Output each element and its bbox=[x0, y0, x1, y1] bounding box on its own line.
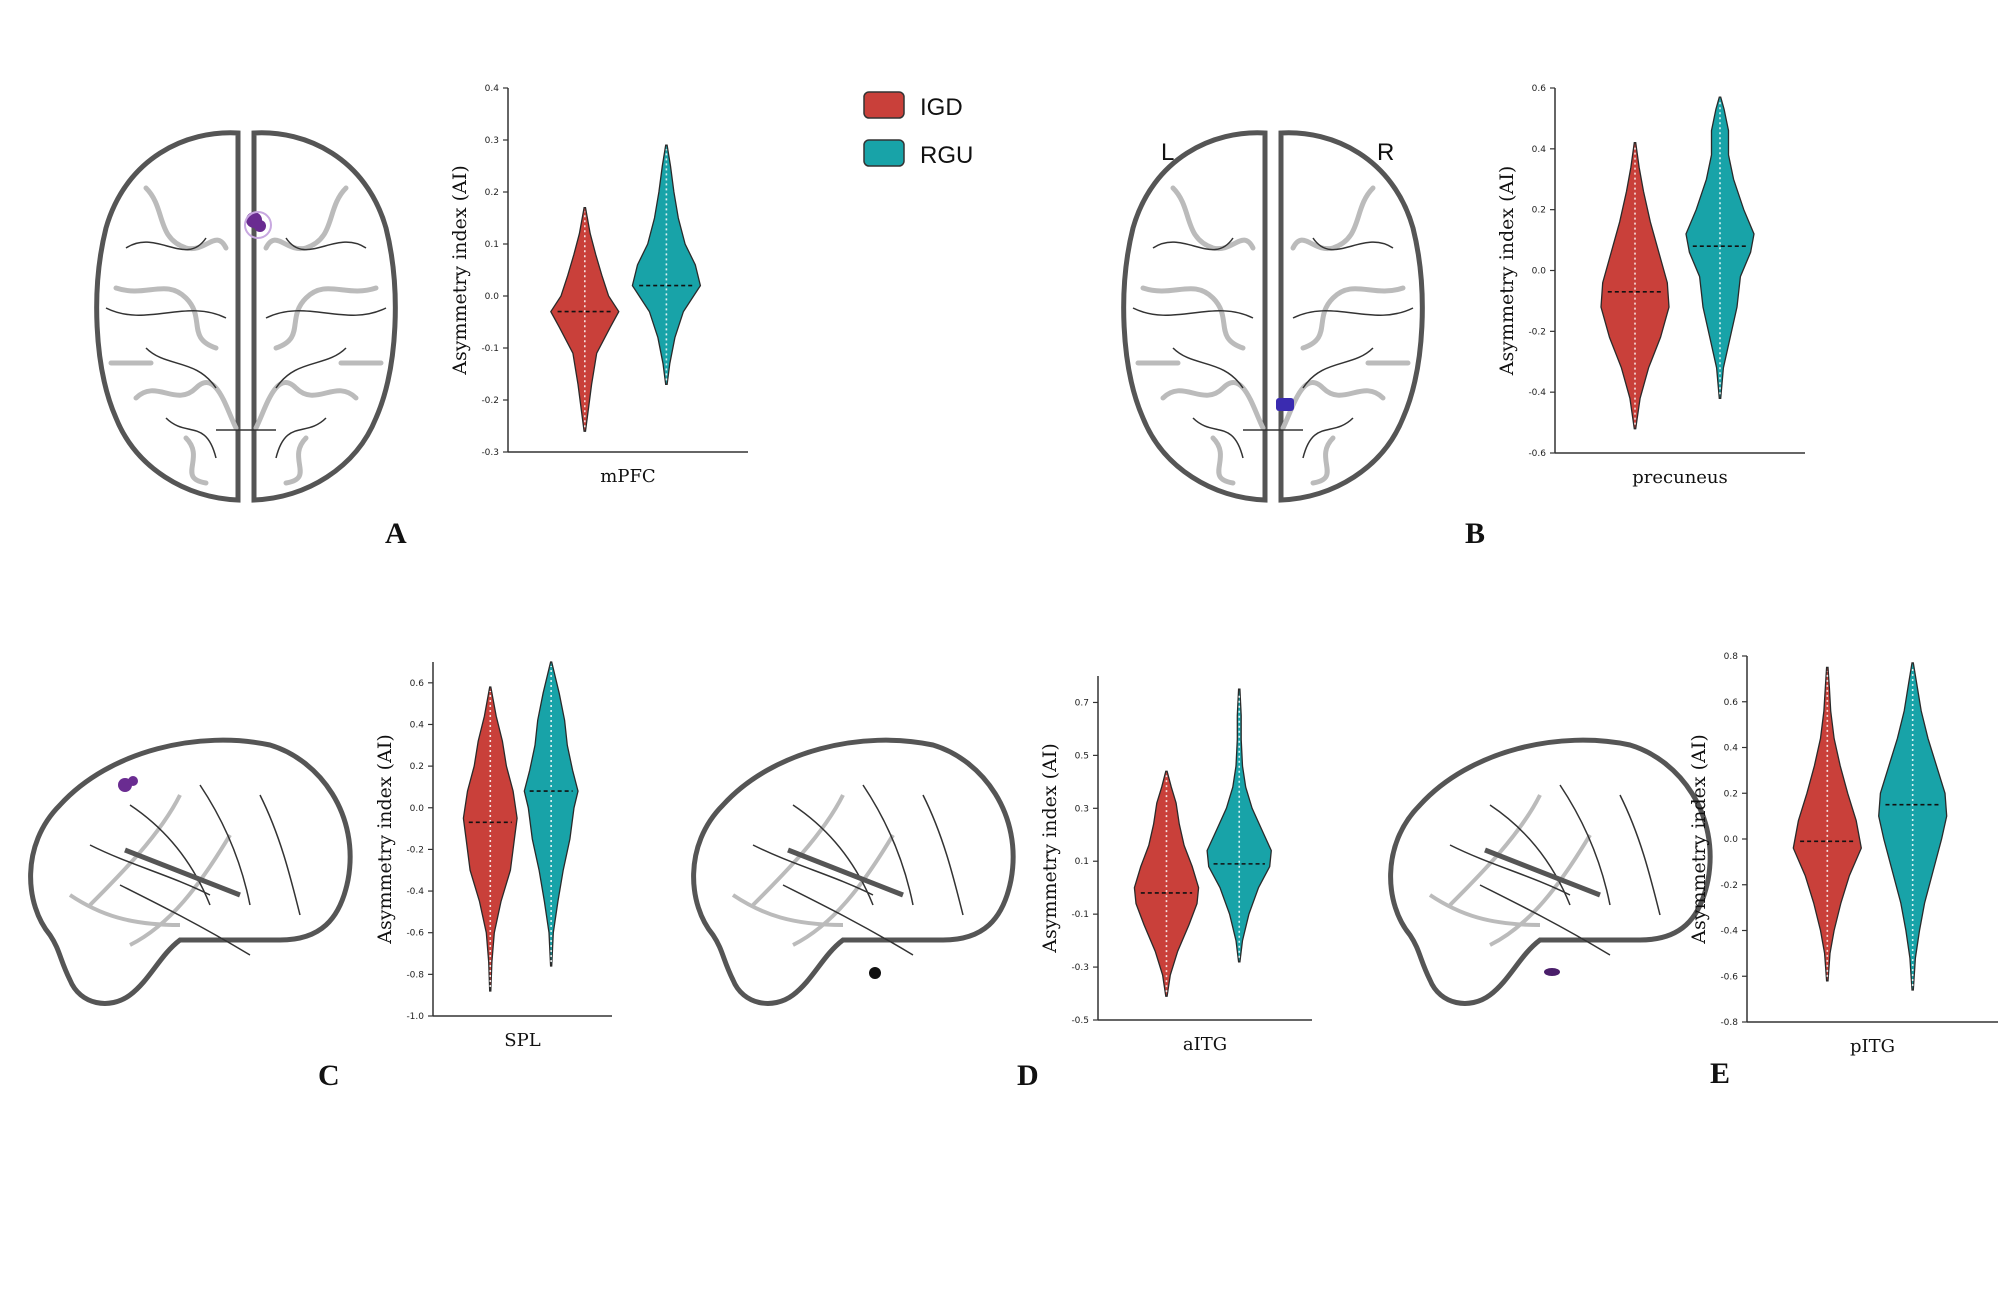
y-tick-label: -0.1 bbox=[1071, 910, 1089, 920]
y-axis-label: Asymmetry index (AI) bbox=[374, 734, 396, 945]
y-tick-label: 0.5 bbox=[1075, 751, 1089, 761]
y-tick-label: -0.2 bbox=[406, 845, 424, 855]
y-tick-label: 0.2 bbox=[1532, 206, 1546, 216]
violin-chart-b: 0.6 0.4 0.2 0.0 -0.2 -0.4 -0.6 Asymmetry index … bbox=[1496, 84, 1805, 488]
y-tick-label: -0.4 bbox=[1528, 388, 1546, 398]
panel-letter-e: E bbox=[1710, 1057, 1730, 1090]
y-tick-label: 0.4 bbox=[485, 84, 500, 94]
panel-letter-d: D bbox=[1017, 1059, 1039, 1092]
y-tick-label: -0.6 bbox=[1528, 449, 1546, 459]
x-category-label: precuneus bbox=[1632, 467, 1728, 488]
violin-rgu bbox=[1878, 662, 1948, 991]
violin-igd bbox=[1600, 142, 1670, 430]
y-tick-label: -0.4 bbox=[1720, 927, 1738, 937]
violin-igd bbox=[462, 686, 518, 992]
legend: IGD RGU bbox=[863, 91, 973, 169]
brain-lateral-c bbox=[28, 737, 353, 1006]
y-tick-label: -0.2 bbox=[1528, 327, 1546, 337]
legend-label-igd: IGD bbox=[920, 94, 963, 121]
y-tick-label: -0.3 bbox=[481, 448, 499, 458]
legend-swatch-igd bbox=[863, 91, 905, 119]
legend-label-rgu: RGU bbox=[920, 142, 973, 169]
y-tick-label: -0.3 bbox=[1071, 963, 1089, 973]
y-tick-label: 0.0 bbox=[1532, 267, 1547, 277]
brain-axial-a bbox=[94, 130, 398, 503]
y-tick-label: -0.5 bbox=[1071, 1016, 1089, 1026]
y-tick-label: 0.2 bbox=[410, 762, 424, 772]
y-tick-label: 0.7 bbox=[1075, 698, 1089, 708]
y-axis-label: Asymmetry index (AI) bbox=[1688, 734, 1710, 945]
activation-marker bbox=[1544, 968, 1560, 976]
y-tick-label: 0.6 bbox=[1724, 698, 1739, 708]
y-tick-label: 0.1 bbox=[1075, 857, 1089, 867]
y-axis-label: Asymmetry index (AI) bbox=[1496, 166, 1518, 377]
y-tick-label: 0.4 bbox=[1532, 145, 1547, 155]
hemisphere-right-label: R bbox=[1377, 139, 1394, 166]
y-tick-label: -0.2 bbox=[1720, 881, 1738, 891]
violin-chart-e: 0.8 0.6 0.4 0.2 0.0 -0.2 -0.4 -0.6 -0.8 Asymmetry… bbox=[1688, 652, 1998, 1057]
brain-axial-b: L R bbox=[1121, 130, 1425, 503]
activation-marker bbox=[1276, 398, 1294, 411]
y-tick-label: -0.1 bbox=[481, 344, 499, 354]
brain-lateral-d bbox=[691, 737, 1016, 1006]
activation-marker bbox=[869, 967, 881, 979]
hemisphere-left-label: L bbox=[1161, 139, 1174, 166]
y-tick-label: -0.4 bbox=[406, 887, 424, 897]
y-tick-label: 0.6 bbox=[1532, 84, 1547, 94]
violin-igd bbox=[1792, 666, 1862, 982]
y-tick-label: 0.4 bbox=[410, 720, 425, 730]
y-tick-label: 0.0 bbox=[1724, 835, 1739, 845]
y-tick-label: -0.8 bbox=[1720, 1018, 1738, 1028]
y-tick-label: -0.6 bbox=[1720, 972, 1738, 982]
violin-chart-c: 0.6 0.4 0.2 0.0 -0.2 -0.4 -0.6 -0.8 -1.0 Asymmetr… bbox=[374, 661, 612, 1051]
y-tick-label: 0.3 bbox=[1075, 804, 1089, 814]
y-tick-label: -0.2 bbox=[481, 396, 499, 406]
panel-letter-a: A bbox=[385, 517, 407, 550]
y-tick-label: 0.8 bbox=[1724, 652, 1739, 662]
y-tick-label: -1.0 bbox=[406, 1012, 424, 1022]
y-axis-label: Asymmetry index (AI) bbox=[1039, 743, 1061, 954]
y-axis-label: Asymmetry index (AI) bbox=[449, 165, 471, 376]
y-tick-label: -0.6 bbox=[406, 929, 424, 939]
y-tick-label: 0.2 bbox=[485, 188, 499, 198]
violin-chart-a: 0.4 0.3 0.2 0.1 0.0 -0.1 -0.2 -0.3 Asymmetry ind… bbox=[449, 84, 748, 487]
x-category-label: SPL bbox=[504, 1030, 540, 1051]
x-category-label: mPFC bbox=[600, 466, 655, 487]
y-tick-label: 0.3 bbox=[485, 136, 499, 146]
violin-rgu bbox=[1206, 688, 1272, 963]
panel-letter-b: B bbox=[1465, 517, 1485, 550]
y-tick-label: 0.4 bbox=[1724, 744, 1739, 754]
x-category-label: aITG bbox=[1183, 1034, 1227, 1055]
y-tick-label: -0.8 bbox=[406, 970, 424, 980]
y-tick-label: 0.6 bbox=[410, 679, 425, 689]
violin-igd bbox=[550, 206, 620, 432]
legend-swatch-rgu bbox=[863, 139, 905, 167]
y-tick-label: 0.1 bbox=[485, 240, 499, 250]
brain-lateral-e bbox=[1388, 737, 1713, 1006]
violin-igd bbox=[1133, 770, 1200, 997]
y-tick-label: 0.0 bbox=[485, 292, 500, 302]
violin-chart-d: 0.7 0.5 0.3 0.1 -0.1 -0.3 -0.5 Asymmetry index … bbox=[1039, 676, 1312, 1055]
violin-rgu bbox=[523, 661, 579, 967]
x-category-label: pITG bbox=[1850, 1036, 1895, 1057]
y-tick-label: 0.0 bbox=[410, 804, 425, 814]
panel-letter-c: C bbox=[318, 1059, 340, 1092]
y-tick-label: 0.2 bbox=[1724, 789, 1738, 799]
